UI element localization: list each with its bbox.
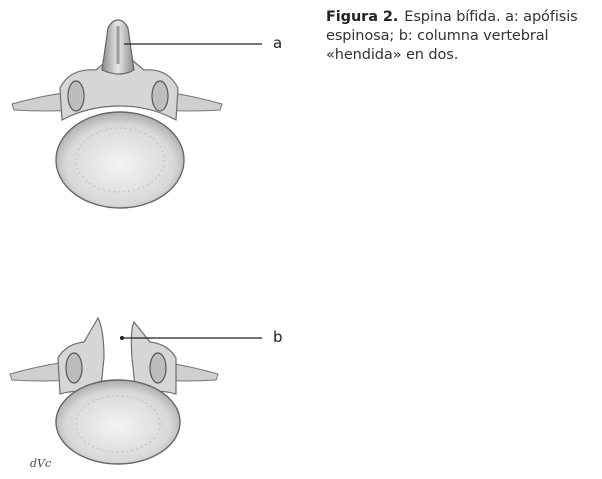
- figure-number: Figura 2.: [326, 9, 398, 25]
- label-a: a: [273, 34, 282, 52]
- normal-vertebra-illustration: [0, 0, 310, 240]
- bifid-vertebra-illustration: [0, 300, 310, 470]
- label-b: b: [273, 328, 283, 346]
- artist-signature: dVc: [30, 457, 51, 470]
- figure-caption: Figura 2.Espina bífida. a: apófisis espi…: [326, 8, 598, 65]
